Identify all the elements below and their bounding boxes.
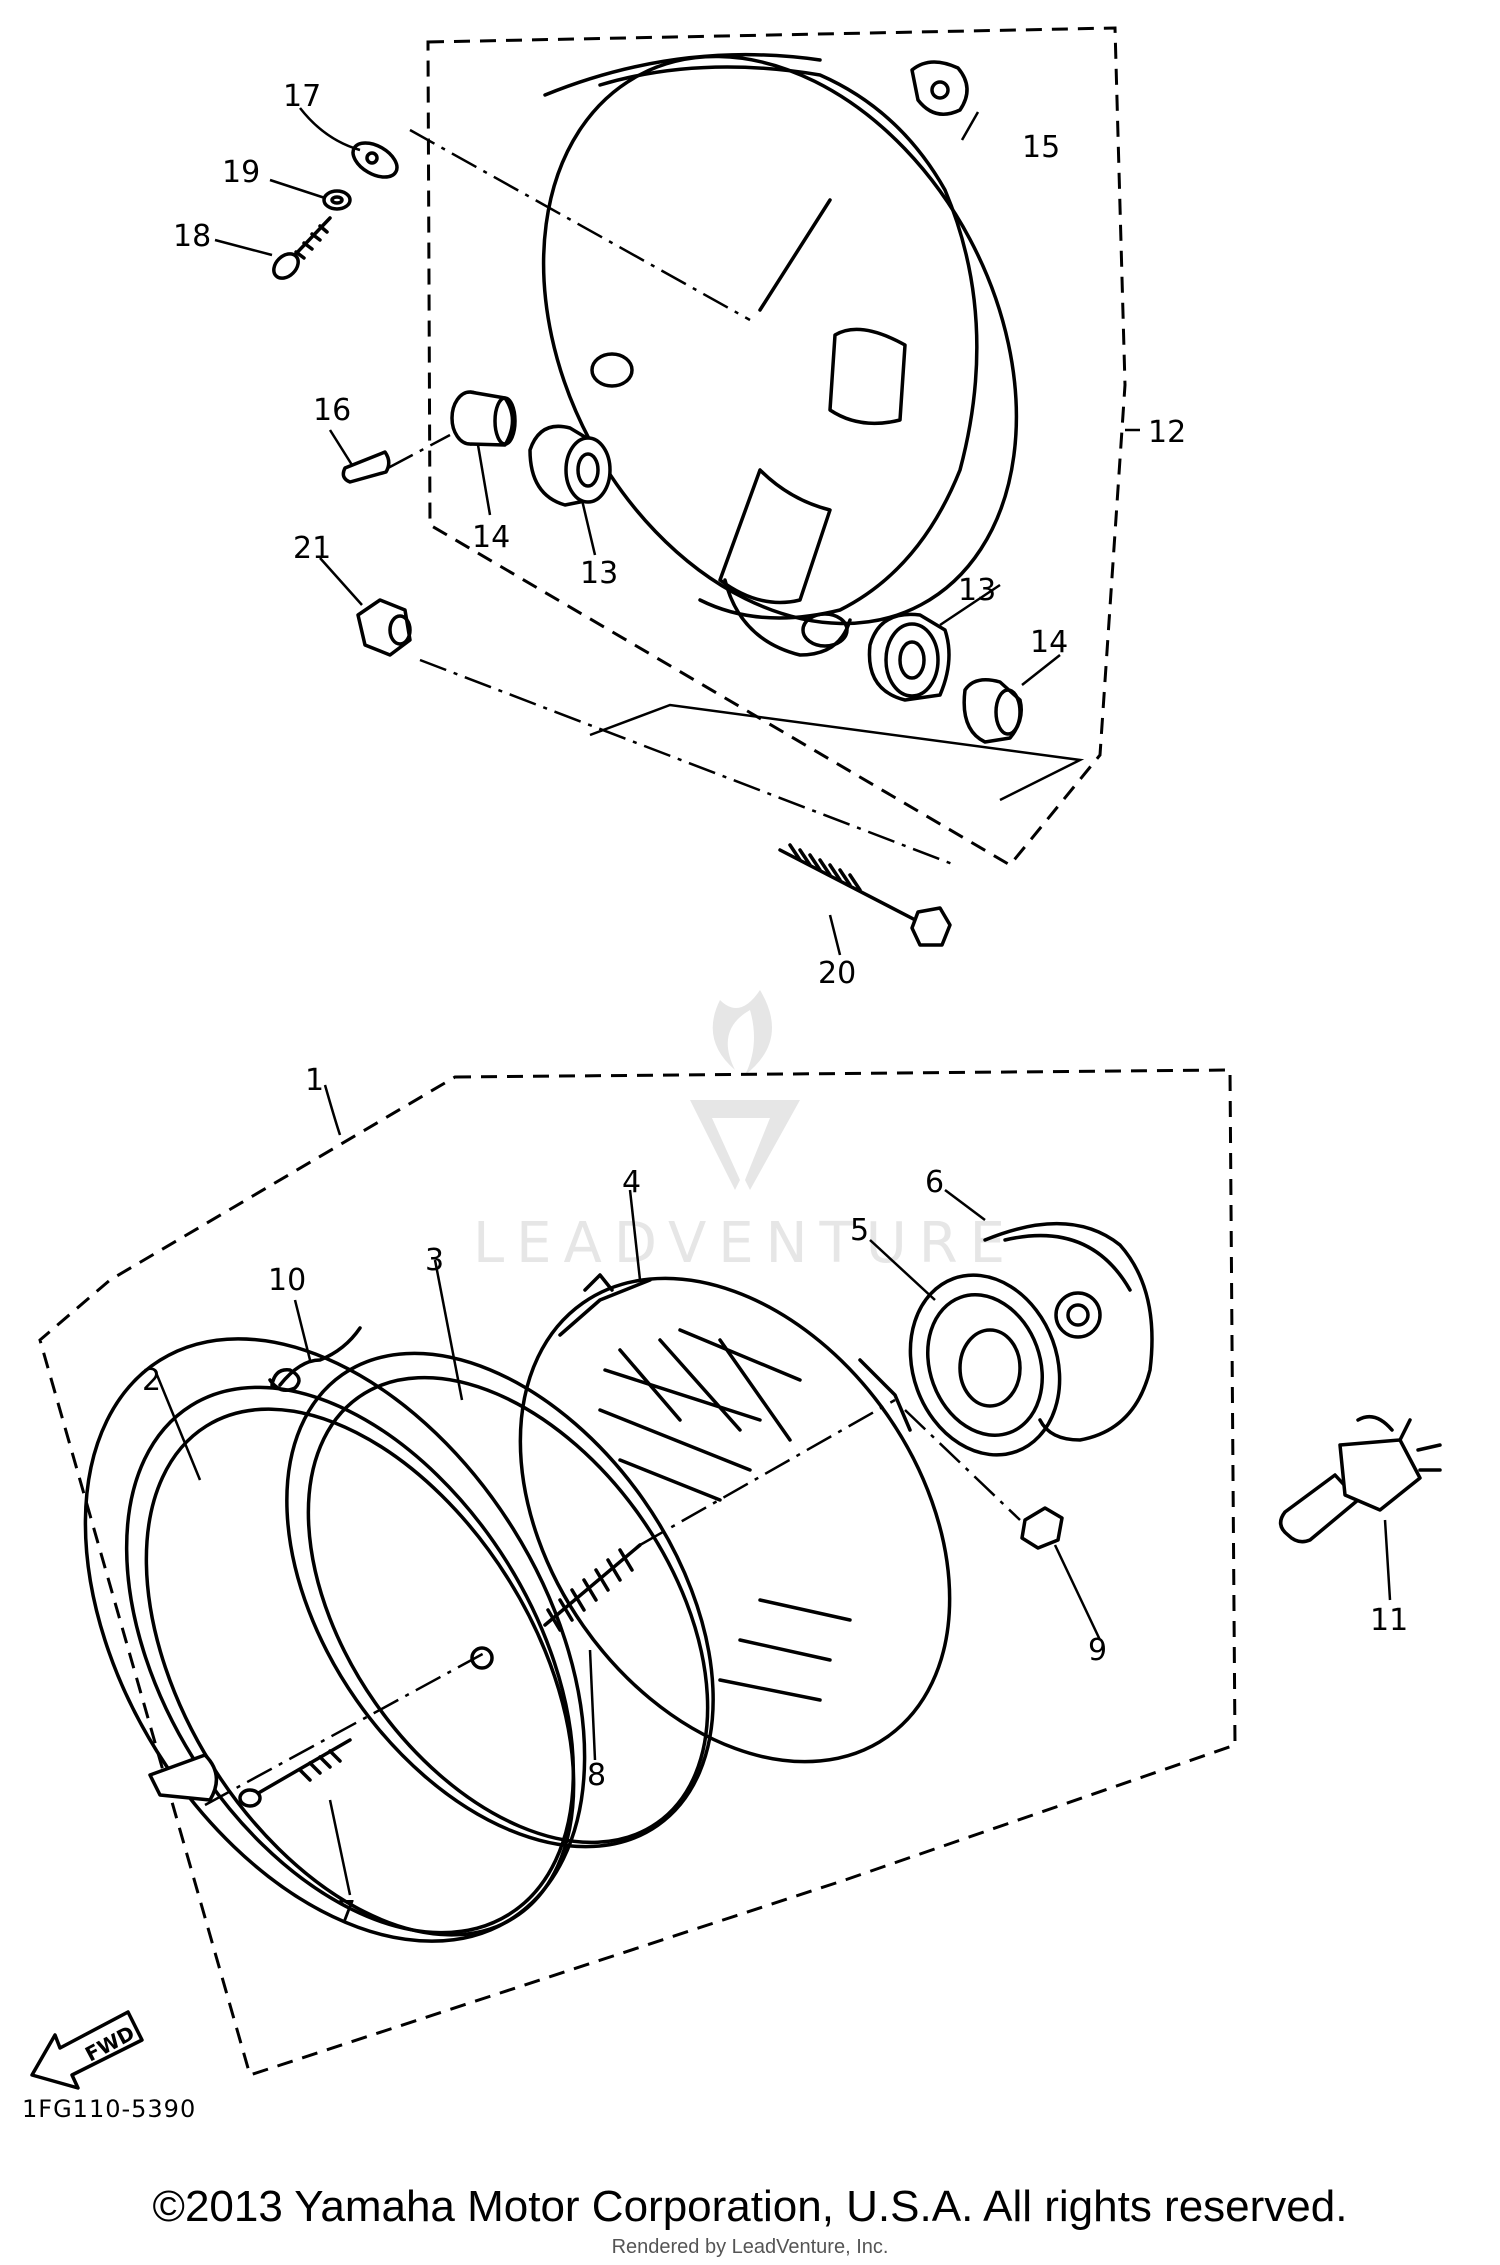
callout-13-upper-left: 13 [580,556,618,591]
callout-18: 18 [173,219,211,254]
part-20-bolt [778,843,952,947]
diagram-code: 1FG110-5390 [22,2095,197,2123]
part-10-spring-clip [268,1326,362,1392]
callout-leaders [153,107,1392,1896]
callout-14-upper-left: 14 [472,520,510,555]
part-4-lens-reflector [518,1273,952,1764]
axis-line-lower-c [904,1409,1021,1521]
callout-8: 8 [587,1758,606,1793]
part-11-bulb [1278,1414,1442,1544]
front-direction-arrow [30,2010,144,2090]
callout-5: 5 [850,1213,869,1248]
callout-16: 16 [313,393,351,428]
axis-line-upper-b [387,433,451,470]
case-assembly-dashed-outline [426,26,1127,867]
axis-line-lower-a [204,1648,491,1807]
part-14-collar-left [450,390,517,447]
callout-9: 9 [1088,1633,1107,1668]
part-15-bracket [910,60,969,116]
part-17-plate [351,141,399,179]
part-9-clip [1020,1506,1064,1550]
part-5-socket-ring [908,1273,1062,1457]
axis-line-upper-d [589,703,1085,802]
part-19-lock-washer [322,189,352,211]
callout-2: 2 [142,1363,161,1398]
rendered-by-note: Rendered by LeadVenture, Inc. [611,2236,889,2258]
callout-17: 17 [283,79,321,114]
part-13-grommet-left [528,424,612,507]
part-2-rim [83,1337,587,1943]
part-16-bolt [341,450,391,484]
callout-12: 12 [1148,415,1186,450]
axis-line-lower-b [639,1398,896,1547]
callout-10: 10 [268,1263,306,1298]
copyright-notice: ©2013 Yamaha Motor Corporation, U.S.A. A… [152,2182,1348,2231]
callout-21: 21 [293,531,331,566]
part-3-ring [285,1351,715,1849]
callout-15: 15 [1022,130,1060,165]
callout-1: 1 [305,1063,324,1098]
callout-19: 19 [222,155,260,190]
part-13-grommet-right [867,612,951,702]
axis-line-upper-a [409,128,751,322]
part-18-screw [272,216,332,280]
part-7-adjust-screw [238,1646,494,1808]
part-6-dust-cover [983,1221,1154,1442]
headlight-case [541,52,1019,657]
part-21-nut [356,598,412,657]
leadventure-watermark-logo [690,990,800,1190]
callout-14-lower-right: 14 [1030,625,1068,660]
callout-3: 3 [425,1243,444,1278]
callout-7: 7 [337,1895,356,1930]
callout-6: 6 [925,1165,944,1200]
headlight-unit-dashed-outline [38,1068,1237,2077]
callout-13-lower-right: 13 [958,573,996,608]
callout-20: 20 [818,956,856,991]
callout-11: 11 [1370,1603,1408,1638]
axis-line-upper-c [419,658,956,867]
part-14-collar-right [962,678,1023,744]
part-8-spring [543,1543,642,1632]
callout-4: 4 [622,1165,641,1200]
watermark-text: LEADVENTURE [473,1211,1017,1276]
